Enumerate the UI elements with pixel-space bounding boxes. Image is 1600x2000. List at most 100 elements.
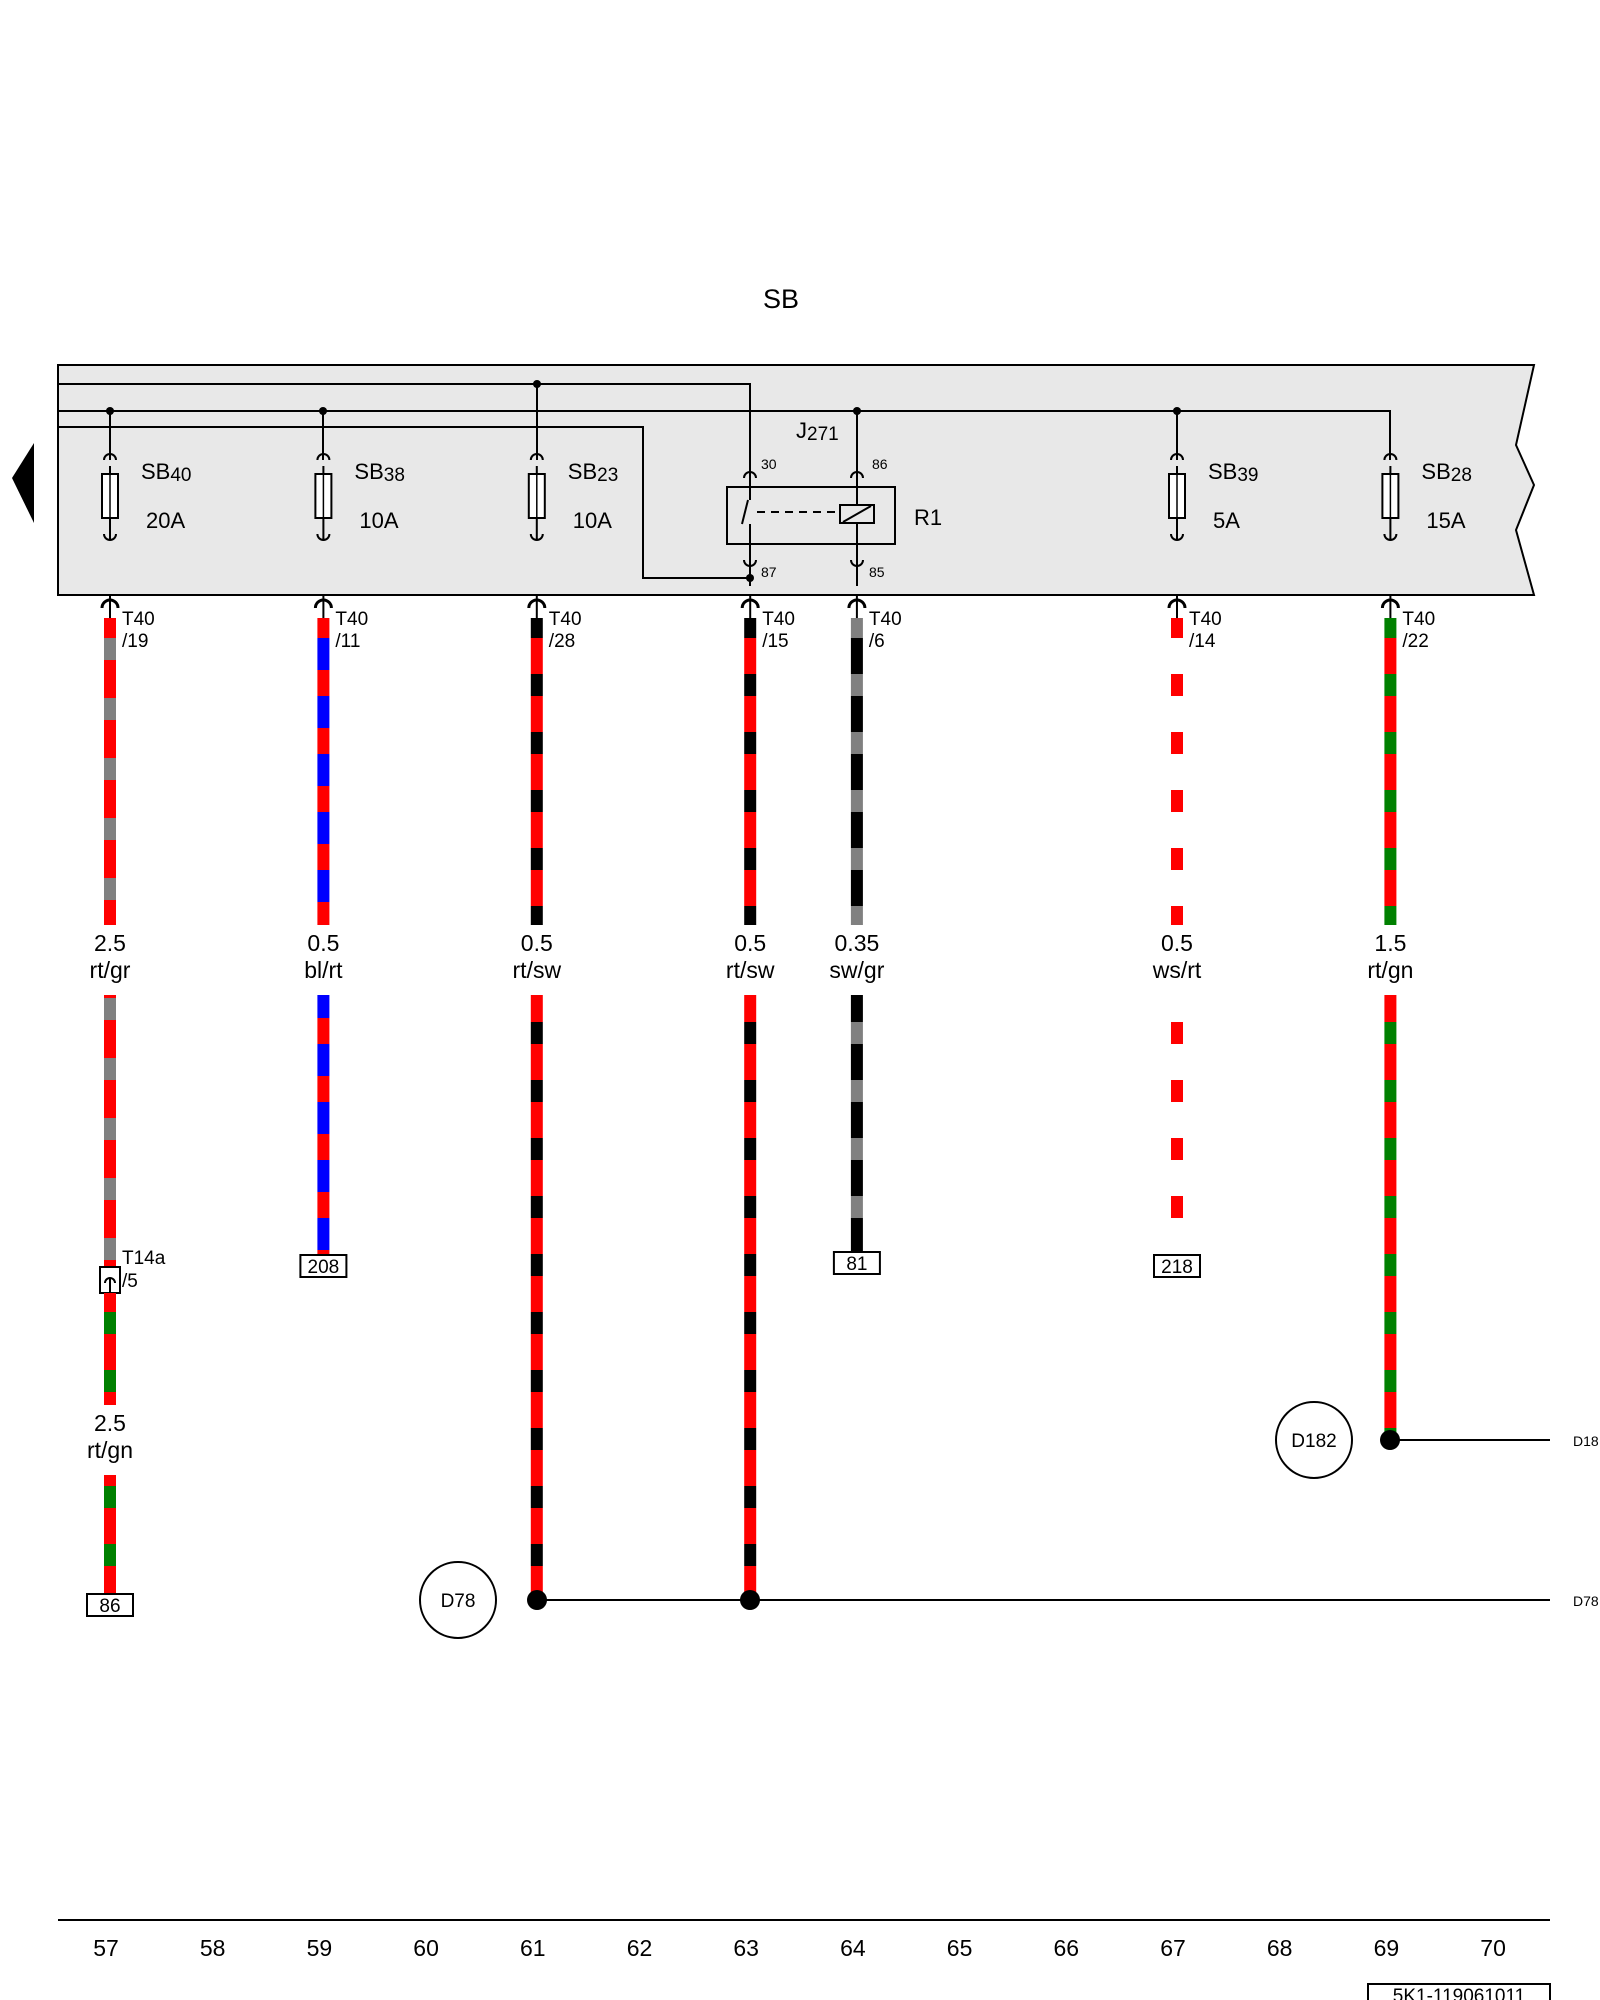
connector-pin: /14 bbox=[1189, 631, 1216, 652]
wire-col-69: T40/221.5rt/gn bbox=[1367, 596, 1435, 1440]
fuse-terminal bbox=[1383, 453, 1398, 461]
fuse-box-panel bbox=[57, 364, 1536, 596]
relay-housing bbox=[726, 486, 896, 545]
reference-box bbox=[1153, 1254, 1201, 1278]
wire-segment-upper bbox=[1384, 618, 1397, 925]
relay-j271: J271 R1 30 86 87 85 bbox=[726, 411, 942, 586]
splice-d78-edge-label: D78 bbox=[1573, 1593, 1599, 1609]
splice-point bbox=[740, 1590, 760, 1610]
wire-segment-after-connector bbox=[104, 1293, 116, 1405]
fuse-name-sub: 39 bbox=[1237, 465, 1258, 486]
fuse-terminal bbox=[529, 453, 544, 461]
connector-name: T40 bbox=[335, 609, 368, 630]
fuse-terminal bbox=[529, 528, 544, 541]
wire-color-code: rt/gr bbox=[90, 957, 131, 983]
column-number: 69 bbox=[1374, 1935, 1400, 1961]
column-number: 64 bbox=[840, 1935, 866, 1961]
fuse-sb38: SB38 10A bbox=[314, 453, 405, 541]
splice-point bbox=[1380, 1430, 1400, 1450]
fuse-name: SB39 bbox=[1208, 459, 1259, 486]
column-number: 67 bbox=[1160, 1935, 1186, 1961]
column-number: 61 bbox=[520, 1935, 546, 1961]
wire-color-code: sw/gr bbox=[829, 957, 884, 983]
footer-code-box bbox=[1367, 1983, 1551, 2000]
wire-size: 1.5 bbox=[1374, 930, 1406, 956]
connector-name: T40 bbox=[122, 609, 155, 630]
wire-color-code-2: rt/gn bbox=[87, 1437, 133, 1463]
wire-segment-upper bbox=[744, 618, 757, 925]
wire-segment-lower bbox=[1171, 995, 1183, 1255]
splice-d182: D182 D18 bbox=[1275, 1401, 1599, 1479]
connector-pin: /22 bbox=[1402, 631, 1428, 652]
wire-size: 0.5 bbox=[734, 930, 766, 956]
reference-label: 208 bbox=[308, 1257, 340, 1278]
relay-pin-87: 87 bbox=[761, 564, 777, 580]
fuse-name: SB23 bbox=[568, 459, 619, 486]
connector-pin: /15 bbox=[762, 631, 788, 652]
fuse-rating: 20A bbox=[146, 508, 185, 533]
fuse-terminal bbox=[103, 453, 117, 461]
fuse-terminal bbox=[1170, 453, 1184, 461]
page-back-arrow-icon[interactable] bbox=[12, 443, 34, 523]
footer-code: 5K1-119061011 bbox=[1393, 1986, 1525, 2000]
connector-name: T40 bbox=[1189, 609, 1222, 630]
column-number: 60 bbox=[413, 1935, 439, 1961]
fuse-name-base: SB bbox=[1421, 459, 1450, 484]
wire-color-code: ws/rt bbox=[1152, 957, 1202, 983]
splice-point bbox=[527, 1590, 547, 1610]
column-number: 68 bbox=[1267, 1935, 1293, 1961]
column-number: 57 bbox=[93, 1935, 119, 1961]
fuse-terminal bbox=[316, 528, 331, 541]
fuse-name-base: SB bbox=[568, 459, 597, 484]
wire-size-2: 2.5 bbox=[94, 1410, 126, 1436]
column-number: 70 bbox=[1480, 1935, 1506, 1961]
wire-segment-lower bbox=[317, 995, 330, 1255]
connector-pin: /11 bbox=[335, 631, 360, 652]
relay-pin-85: 85 bbox=[869, 564, 885, 580]
fuse-name-base: SB bbox=[354, 459, 383, 484]
wire-color-code: rt/sw bbox=[726, 957, 775, 983]
inline-connector-pin-icon bbox=[104, 1277, 116, 1292]
wire-segment-lower bbox=[530, 995, 543, 1600]
fuse-sb39: SB39 5A bbox=[1168, 453, 1259, 541]
connector-name: T40 bbox=[549, 609, 582, 630]
reference-label: 81 bbox=[846, 1254, 867, 1275]
splice-d78: D78 D78 bbox=[419, 1561, 1599, 1639]
wire-segment-upper bbox=[850, 618, 863, 925]
fuse-name-sub: 40 bbox=[170, 465, 191, 486]
fuse-name-sub: 28 bbox=[1451, 465, 1472, 486]
splice-d182-edge-label: D18 bbox=[1573, 1433, 1599, 1449]
wire-col-63: T40/15 0.5rt/sw bbox=[726, 596, 795, 1600]
relay-pin-30: 30 bbox=[761, 456, 777, 472]
wire-size: 0.35 bbox=[835, 930, 880, 956]
fuse-sb40: SB40 20A bbox=[101, 453, 192, 541]
reference-box bbox=[832, 1251, 881, 1275]
wire-col-61: T40/280.5rt/sw bbox=[513, 596, 582, 1600]
fuse-name-base: SB bbox=[141, 459, 170, 484]
relay-label: R1 bbox=[914, 505, 942, 530]
column-number: 63 bbox=[733, 1935, 759, 1961]
unit-label: SB bbox=[763, 284, 799, 314]
fuse-name: SB38 bbox=[354, 459, 405, 486]
splice-d78-label: D78 bbox=[441, 1591, 476, 1612]
connector-pin: /19 bbox=[122, 631, 148, 652]
reference-label: 218 bbox=[1161, 1257, 1193, 1278]
fuse-rating: 10A bbox=[359, 508, 398, 533]
fuse-rating: 5A bbox=[1213, 508, 1240, 533]
fuse-name: SB40 bbox=[141, 459, 192, 486]
wire-segment-final bbox=[104, 1475, 116, 1594]
splice-d182-label: D182 bbox=[1291, 1431, 1336, 1452]
wire-segment-lower bbox=[744, 995, 757, 1600]
bus-bars bbox=[58, 383, 1391, 579]
column-number: 59 bbox=[307, 1935, 333, 1961]
reference-box bbox=[86, 1593, 134, 1617]
connector-pin: /6 bbox=[869, 631, 885, 652]
wire-segment-upper bbox=[104, 618, 116, 925]
fuse-name-base: SB bbox=[1208, 459, 1237, 484]
connector-name: T40 bbox=[762, 609, 795, 630]
